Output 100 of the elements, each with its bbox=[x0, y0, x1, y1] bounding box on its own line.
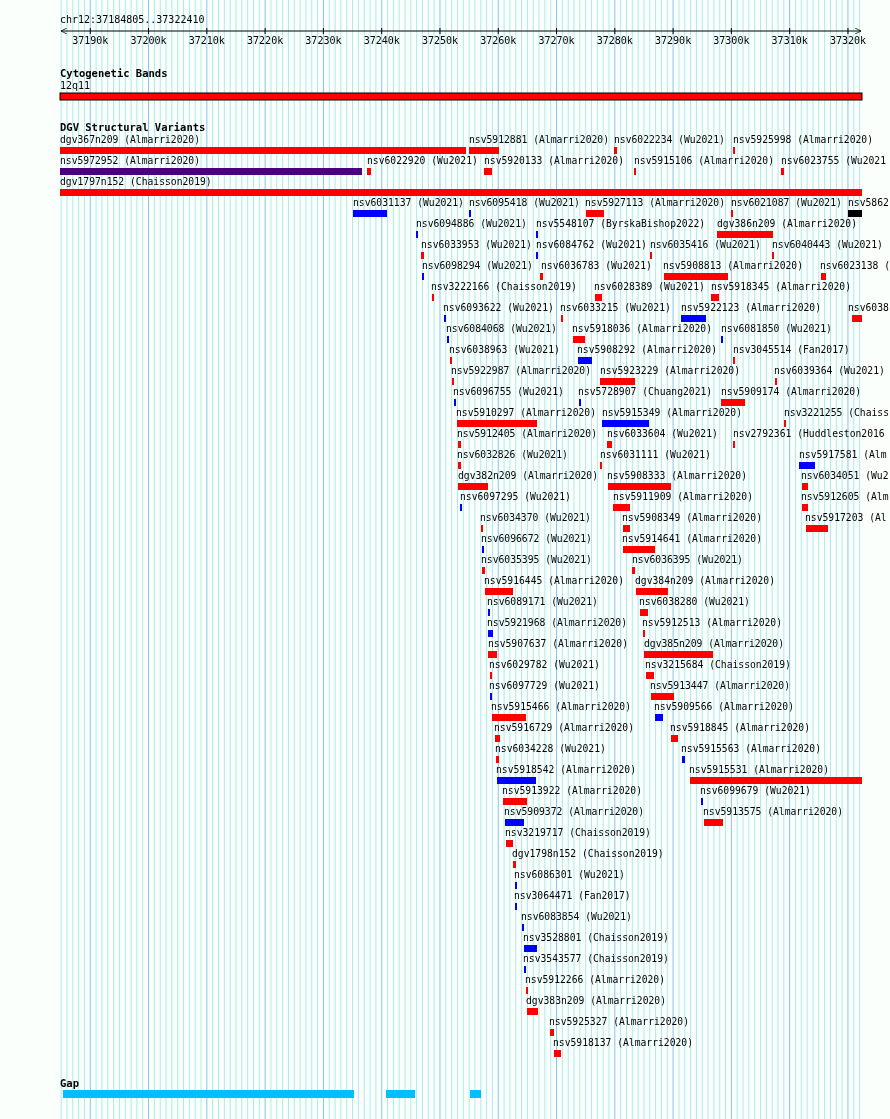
variant-label: nsv6033215 (Wu2021) bbox=[560, 302, 671, 314]
variant-label: nsv6035416 (Wu2021) bbox=[650, 239, 761, 251]
variant-label: nsv5910297 (Almarri2020) bbox=[456, 407, 596, 419]
variant-label: nsv6089171 (Wu2021) bbox=[487, 596, 598, 608]
variant-label: dgv367n209 (Almarri2020) bbox=[60, 134, 200, 146]
variant-label: nsv5918542 (Almarri2020) bbox=[496, 764, 636, 776]
variant-label: nsv5913575 (Almarri2020) bbox=[703, 806, 843, 818]
variant-label: nsv3221255 (Chaiss bbox=[784, 407, 889, 419]
variant-label: dgv385n209 (Almarri2020) bbox=[644, 638, 784, 650]
variant-label: nsv5915349 (Almarri2020) bbox=[602, 407, 742, 419]
variant-label: nsv5972952 (Almarri2020) bbox=[60, 155, 200, 167]
variant-label: nsv6040443 (Wu2021) bbox=[772, 239, 883, 251]
variant-label: nsv5913447 (Almarri2020) bbox=[650, 680, 790, 692]
variant-label: nsv5916445 (Almarri2020) bbox=[484, 575, 624, 587]
variant-label: nsv5912266 (Almarri2020) bbox=[525, 974, 665, 986]
variant-label: nsv6029782 (Wu2021) bbox=[489, 659, 600, 671]
variant-label: nsv6086301 (Wu2021) bbox=[514, 869, 625, 881]
tick-label: 37190k bbox=[72, 35, 109, 47]
variant-label: nsv5915563 (Almarri2020) bbox=[681, 743, 821, 755]
variant-label: nsv5918345 (Almarri2020) bbox=[711, 281, 851, 293]
variant-label: nsv5908349 (Almarri2020) bbox=[622, 512, 762, 524]
variant-label: nsv3064471 (Fan2017) bbox=[514, 890, 631, 902]
variant-label: dgv382n209 (Almarri2020) bbox=[458, 470, 598, 482]
variant-label: nsv5909566 (Almarri2020) bbox=[654, 701, 794, 713]
variant-label: nsv6034051 (Wu2 bbox=[801, 470, 889, 482]
variant-label: nsv5918137 (Almarri2020) bbox=[553, 1037, 693, 1049]
variant-label: nsv5918845 (Almarri2020) bbox=[670, 722, 810, 734]
variant-label: nsv6095418 (Wu2021) bbox=[469, 197, 580, 209]
variant-label: dgv1798n152 (Chaisson2019) bbox=[512, 848, 664, 860]
variant-label: nsv6035395 (Wu2021) bbox=[481, 554, 592, 566]
variant-label: nsv6032826 (Wu2021) bbox=[457, 449, 568, 461]
variant-label: nsv3045514 (Fan2017) bbox=[733, 344, 850, 356]
track-title: DGV Structural Variants bbox=[60, 121, 206, 133]
variant-label: nsv6022234 (Wu2021) bbox=[614, 134, 725, 146]
variant-label: nsv6033604 (Wu2021) bbox=[607, 428, 718, 440]
variant-label: nsv6023138 ( bbox=[820, 260, 890, 272]
variant-label: nsv5915531 (Almarri2020) bbox=[689, 764, 829, 776]
variant-label: nsv6036783 (Wu2021) bbox=[541, 260, 652, 272]
variant-label: nsv6038 bbox=[848, 302, 889, 314]
tick-label: 37320k bbox=[829, 35, 866, 47]
variant-label: nsv5908292 (Almarri2020) bbox=[577, 344, 717, 356]
variant-label: nsv6094886 (Wu2021) bbox=[416, 218, 527, 230]
variant-label: dgv1797n152 (Chaisson2019) bbox=[60, 176, 212, 188]
tick-label: 37270k bbox=[538, 35, 575, 47]
variant-label: nsv3219717 (Chaisson2019) bbox=[505, 827, 651, 839]
tick-label: 37210k bbox=[188, 35, 225, 47]
variant-label: nsv6036395 (Wu2021) bbox=[632, 554, 743, 566]
variant-label: nsv5912881 (Almarri2020) bbox=[469, 134, 609, 146]
variant-label: nsv6039364 (Wu2021) bbox=[774, 365, 885, 377]
variant-label: nsv6096755 (Wu2021) bbox=[453, 386, 564, 398]
tick-label: 37260k bbox=[480, 35, 517, 47]
variant-label: nsv6084068 (Wu2021) bbox=[446, 323, 557, 335]
variant-label: nsv6096672 (Wu2021) bbox=[481, 533, 592, 545]
variant-label: nsv5908333 (Almarri2020) bbox=[607, 470, 747, 482]
variant-label: nsv6084762 (Wu2021) bbox=[536, 239, 647, 251]
variant-label: nsv6038280 (Wu2021) bbox=[639, 596, 750, 608]
variant-label: nsv6081850 (Wu2021) bbox=[721, 323, 832, 335]
tick-label: 37240k bbox=[363, 35, 400, 47]
variant-label: nsv6038963 (Wu2021) bbox=[449, 344, 560, 356]
variant-label: nsv5912405 (Almarri2020) bbox=[457, 428, 597, 440]
variant-label: nsv6083854 (Wu2021) bbox=[521, 911, 632, 923]
variant-label: nsv5921968 (Almarri2020) bbox=[487, 617, 627, 629]
band-label: 12q11 bbox=[60, 80, 91, 92]
variant-label: nsv6034370 (Wu2021) bbox=[480, 512, 591, 524]
variant-label: nsv6021087 (Wu2021) bbox=[731, 197, 842, 209]
variant-label: nsv5915106 (Almarri2020) bbox=[634, 155, 774, 167]
variant-label: nsv5909174 (Almarri2020) bbox=[721, 386, 861, 398]
variant-label: dgv384n209 (Almarri2020) bbox=[635, 575, 775, 587]
variant-label: nsv5920133 (Almarri2020) bbox=[484, 155, 624, 167]
variant-label: nsv6034228 (Wu2021) bbox=[495, 743, 606, 755]
variant-label: nsv6097729 (Wu2021) bbox=[489, 680, 600, 692]
variant-label: nsv5913922 (Almarri2020) bbox=[502, 785, 642, 797]
variant-label: nsv5912605 (Alm bbox=[801, 491, 889, 503]
variant-label: nsv5925327 (Almarri2020) bbox=[549, 1016, 689, 1028]
variant-label: nsv5728907 (Chuang2021) bbox=[578, 386, 713, 398]
variant-label: nsv5908813 (Almarri2020) bbox=[663, 260, 803, 272]
variant-label: nsv6093622 (Wu2021) bbox=[443, 302, 554, 314]
variant-label: nsv5907637 (Almarri2020) bbox=[488, 638, 628, 650]
variant-label: nsv5922123 (Almarri2020) bbox=[681, 302, 821, 314]
variant-label: nsv6097295 (Wu2021) bbox=[460, 491, 571, 503]
tick-label: 37280k bbox=[596, 35, 633, 47]
variant-label: dgv383n209 (Almarri2020) bbox=[526, 995, 666, 1007]
coordinate-label: chr12:37184805..37322410 bbox=[60, 14, 205, 26]
track-title: Gap bbox=[60, 1077, 79, 1089]
variant-label: nsv5915466 (Almarri2020) bbox=[491, 701, 631, 713]
variant-label: nsv5922987 (Almarri2020) bbox=[451, 365, 591, 377]
variant-label: nsv2792361 (Huddleston2016 bbox=[733, 428, 885, 440]
tick-label: 37220k bbox=[247, 35, 284, 47]
variant-label: nsv5916729 (Almarri2020) bbox=[494, 722, 634, 734]
variant-label: nsv5911909 (Almarri2020) bbox=[613, 491, 753, 503]
track-title: Cytogenetic Bands bbox=[60, 67, 168, 79]
variant-label: nsv5923229 (Almarri2020) bbox=[600, 365, 740, 377]
variant-label: nsv5917203 (Al bbox=[805, 512, 887, 524]
variant-label: nsv5548107 (ByrskaBishop2022) bbox=[536, 218, 706, 230]
variant-label: nsv6023755 (Wu2021 bbox=[781, 155, 886, 167]
variant-label: nsv3222166 (Chaisson2019) bbox=[431, 281, 577, 293]
variant-label: nsv5917581 (Alm bbox=[799, 449, 887, 461]
variant-label: nsv5912513 (Almarri2020) bbox=[642, 617, 782, 629]
variant-label: nsv5862 bbox=[848, 197, 889, 209]
variant-label: nsv6028389 (Wu2021) bbox=[594, 281, 705, 293]
